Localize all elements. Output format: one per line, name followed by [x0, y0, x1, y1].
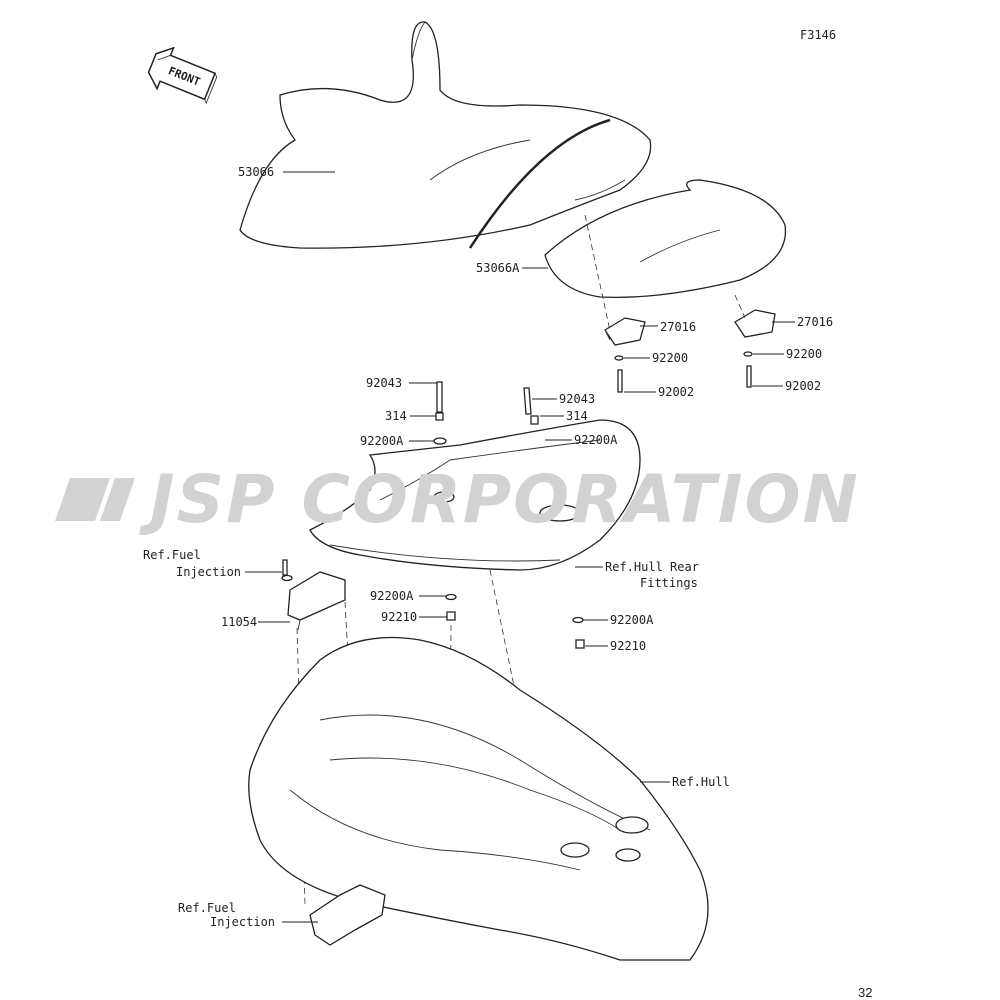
- hull-rear-fittings: [309, 419, 641, 571]
- label-ref-fuel-top-1: Ref.Fuel: [143, 548, 201, 562]
- bracket-27016-right: [734, 309, 776, 338]
- label-92002-left: 92002: [658, 385, 694, 399]
- label-27016-right: 27016: [797, 315, 833, 329]
- label-ref-fuel-bottom-2: Injection: [210, 915, 275, 929]
- label-53066A: 53066A: [476, 261, 520, 275]
- leader-lines: [245, 171, 795, 923]
- label-ref-fuel-bottom-1: Ref.Fuel: [178, 901, 236, 915]
- part-labels: F3146 53066 53066A 27016 27016 92200 922…: [143, 28, 872, 1000]
- label-ref-hull-rear-2: Fittings: [640, 576, 698, 590]
- label-92200A-low: 92200A: [610, 613, 654, 627]
- label-92210-low: 92210: [610, 639, 646, 653]
- diagram-code: F3146: [800, 28, 836, 42]
- label-314-left: 314: [385, 409, 407, 423]
- page-number: 32: [858, 985, 872, 1000]
- label-27016-left: 27016: [660, 320, 696, 334]
- label-92200A-right: 92200A: [574, 433, 618, 447]
- bracket-27016-left: [604, 317, 646, 346]
- label-92200A-left: 92200A: [360, 434, 404, 448]
- fuel-injection-bracket: [309, 884, 386, 946]
- front-arrow-icon: FRONT: [147, 46, 218, 105]
- svg-text:JSP CORPORATION: JSP CORPORATION: [139, 461, 860, 538]
- label-92043-right: 92043: [559, 392, 595, 406]
- label-53066: 53066: [238, 165, 274, 179]
- label-92200A-mid: 92200A: [370, 589, 414, 603]
- hull: [248, 636, 709, 961]
- label-92200-right: 92200: [786, 347, 822, 361]
- seat-front-53066: [239, 21, 652, 249]
- label-92002-right: 92002: [785, 379, 821, 393]
- label-ref-hull: Ref.Hull: [672, 775, 730, 789]
- label-ref-fuel-top-2: Injection: [176, 565, 241, 579]
- label-92200-left: 92200: [652, 351, 688, 365]
- label-92210-mid: 92210: [381, 610, 417, 624]
- watermark: JSP CORPORATION: [55, 461, 860, 538]
- label-92043-left: 92043: [366, 376, 402, 390]
- label-314-right: 314: [566, 409, 588, 423]
- seat-rear-53066A: [544, 179, 787, 299]
- label-11054: 11054: [221, 615, 257, 629]
- stay-11054: [287, 571, 346, 631]
- label-ref-hull-rear-1: Ref.Hull Rear: [605, 560, 699, 574]
